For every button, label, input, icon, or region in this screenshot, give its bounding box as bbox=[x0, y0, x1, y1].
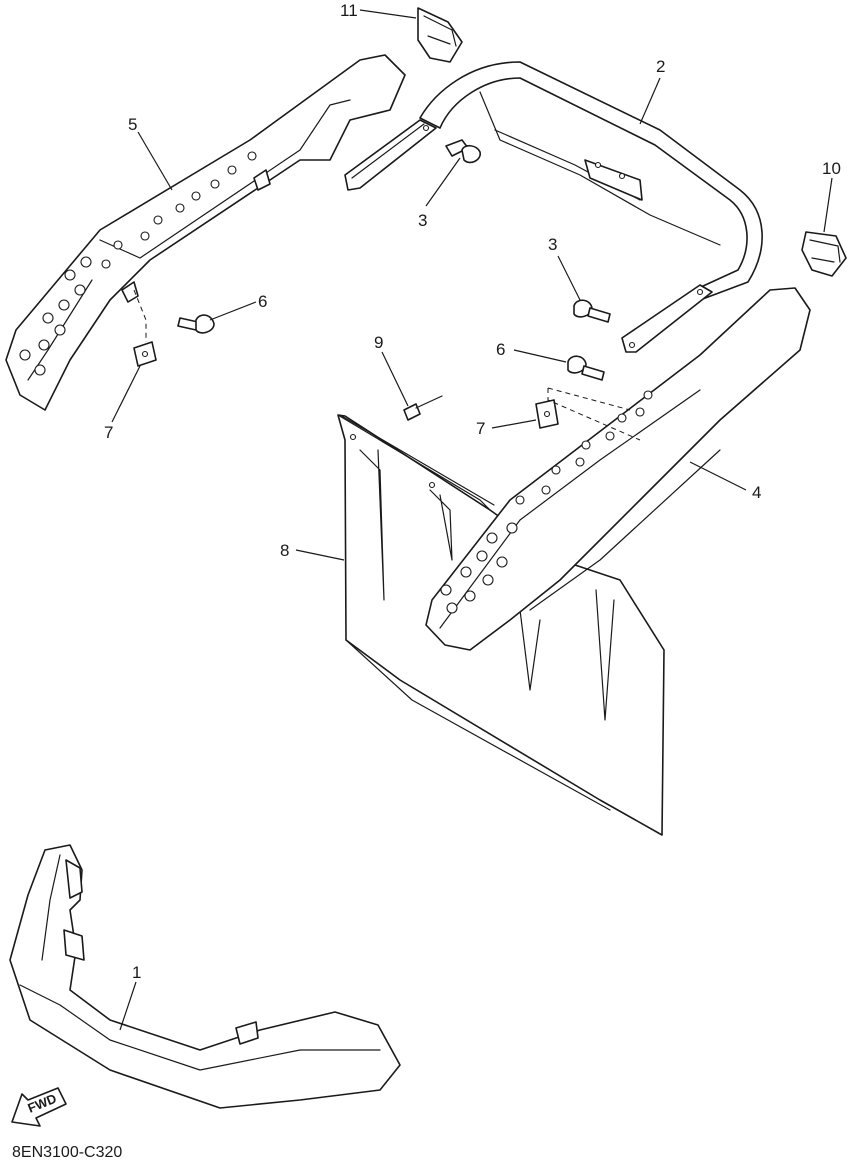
forward-arrow-icon: FWD bbox=[11, 1087, 67, 1127]
part-6-bolt-right bbox=[567, 355, 605, 381]
part-10-end-cap bbox=[801, 231, 847, 277]
part-3-bolt-upper bbox=[445, 139, 481, 164]
callout-labels: 11 2 5 10 3 3 6 6 9 7 7 4 8 1 bbox=[104, 1, 841, 982]
part-9-rivet bbox=[403, 395, 443, 421]
part-7-clip-right bbox=[535, 399, 559, 429]
callout-8: 8 bbox=[280, 541, 289, 560]
callout-7-left: 7 bbox=[104, 423, 113, 442]
part-7-clip-left bbox=[133, 341, 157, 367]
diagram-code: 8EN3100-C320 bbox=[12, 1144, 122, 1161]
part-3-bolt-lower bbox=[573, 299, 611, 323]
part-6-bolt-left bbox=[177, 314, 215, 334]
callout-3-upper: 3 bbox=[418, 211, 427, 230]
callout-1: 1 bbox=[132, 963, 141, 982]
callout-10: 10 bbox=[822, 159, 841, 178]
part-1-front-guard bbox=[9, 844, 401, 1109]
part-2-rack-frame bbox=[344, 61, 763, 353]
callout-2: 2 bbox=[656, 57, 665, 76]
callout-6-right: 6 bbox=[496, 340, 505, 359]
leader-lines bbox=[111, 9, 833, 1031]
callout-9: 9 bbox=[374, 333, 383, 352]
callout-4: 4 bbox=[752, 483, 761, 502]
part-4-right-rail bbox=[425, 287, 811, 651]
callout-7-right: 7 bbox=[476, 419, 485, 438]
assembly-lines bbox=[133, 289, 641, 441]
callout-6-left: 6 bbox=[258, 292, 267, 311]
callout-11: 11 bbox=[340, 1, 358, 20]
part-11-end-cap bbox=[417, 7, 463, 63]
callout-3-lower: 3 bbox=[548, 235, 557, 254]
callout-5: 5 bbox=[128, 115, 137, 134]
part-5-left-rail bbox=[5, 54, 406, 411]
